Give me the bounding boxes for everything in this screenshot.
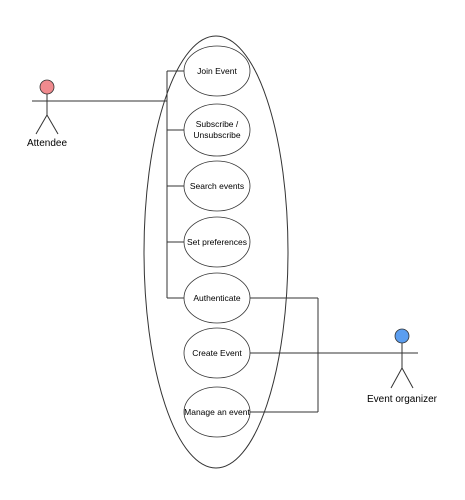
use-case-subscribe-unsubscribe[interactable]: Subscribe / Unsubscribe (183, 103, 251, 157)
organizer-label: Event organizer (367, 394, 438, 405)
attendee-label: Attendee (27, 138, 67, 149)
svg-text:Search events: Search events (190, 181, 244, 191)
svg-text:Subscribe /: Subscribe / (196, 119, 239, 129)
svg-text:Set preferences: Set preferences (187, 237, 247, 247)
svg-text:Manage an event: Manage an event (184, 407, 250, 417)
attendee-actor[interactable]: Attendee (27, 79, 67, 149)
system-boundary (143, 35, 289, 469)
use-case-search-events[interactable]: Search events (183, 160, 251, 212)
organizer-right-leg (401, 367, 414, 389)
organizer-connectors (250, 297, 385, 413)
svg-text:Authenticate: Authenticate (193, 293, 241, 303)
svg-text:Create Event: Create Event (192, 348, 242, 358)
organizer-head (394, 328, 410, 344)
use-case-set-preferences[interactable]: Set preferences (183, 216, 251, 268)
use-case-create-event[interactable]: Create Event (183, 327, 251, 379)
attendee-left-leg (35, 114, 48, 135)
organizer-actor[interactable]: Event organizer (367, 328, 438, 405)
use-case-join-event[interactable]: Join Event (183, 45, 251, 97)
svg-text:Unsubscribe: Unsubscribe (193, 130, 241, 140)
attendee-connectors (62, 70, 184, 299)
use-case-manage-event[interactable]: Manage an event (183, 386, 250, 438)
organizer-left-leg (390, 367, 403, 389)
attendee-right-leg (46, 114, 59, 135)
attendee-head (39, 79, 55, 95)
svg-text:Join Event: Join Event (197, 66, 237, 76)
use-case-authenticate[interactable]: Authenticate (183, 272, 251, 324)
